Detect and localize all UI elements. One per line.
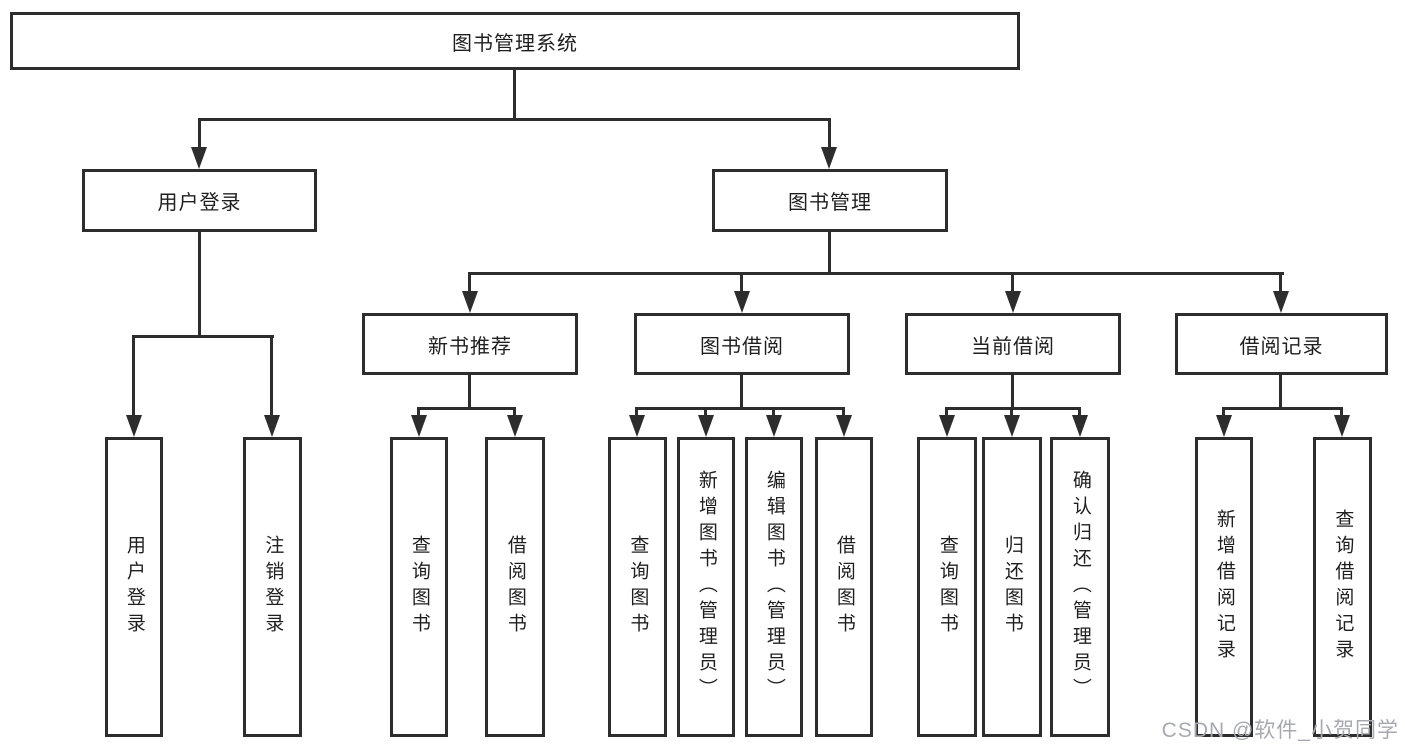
arrowhead-down-icon (1072, 415, 1088, 437)
node-label: 新书推荐 (428, 335, 512, 358)
arrowhead-down-icon (734, 291, 750, 313)
connector-drop (1011, 272, 1014, 293)
connector-drop (772, 407, 775, 419)
connector-drop (1078, 407, 1081, 419)
arrowhead-down-icon (126, 415, 142, 437)
arrowhead-down-icon (411, 415, 427, 437)
connector-level3-rail (469, 272, 1284, 275)
connector-stub (740, 375, 743, 409)
node-query-books-borrowing: 查询图书 (608, 437, 667, 737)
node-label: 注销登录 (262, 535, 284, 639)
node-label: 用户登录 (157, 192, 242, 214)
connector-drop (1222, 407, 1225, 419)
node-label: 当前借阅 (971, 335, 1055, 358)
node-label: 图书管理系统 (452, 32, 578, 55)
arrowhead-down-icon (1216, 415, 1232, 437)
connector-drop (828, 118, 831, 150)
node-new-book-recommendation: 新书推荐 (362, 313, 578, 375)
connector-root-stub (513, 70, 516, 120)
connector-drop (1279, 272, 1282, 293)
connector-stub (1011, 375, 1014, 409)
node-label: 归还图书 (1001, 535, 1023, 639)
node-add-book-admin: 新增图书（管理员） (677, 437, 735, 737)
connector-rail (133, 335, 274, 338)
arrowhead-down-icon (264, 415, 280, 437)
connector-drop (132, 335, 135, 417)
arrowhead-down-icon (698, 415, 714, 437)
connector-drop (945, 407, 948, 419)
node-book-management: 图书管理 (712, 169, 948, 232)
arrowhead-down-icon (1273, 291, 1289, 313)
arrowhead-down-icon (821, 147, 837, 169)
node-label: 确认归还（管理员） (1069, 470, 1091, 704)
connector-drop (1010, 407, 1013, 419)
node-query-books-recommend: 查询图书 (390, 437, 448, 737)
arrowhead-down-icon (507, 415, 523, 437)
connector-stub (468, 375, 471, 409)
node-label: 编辑图书（管理员） (763, 470, 785, 704)
node-confirm-return-admin: 确认归还（管理员） (1050, 437, 1110, 737)
node-return-book: 归还图书 (982, 437, 1042, 737)
connector-rail (1223, 407, 1343, 410)
node-library-management-system: 图书管理系统 (10, 12, 1020, 70)
connector-stub (198, 232, 201, 337)
node-label: 新增图书（管理员） (695, 470, 717, 704)
arrowhead-down-icon (1004, 415, 1020, 437)
node-add-borrow-record: 新增借阅记录 (1195, 437, 1253, 737)
arrowhead-down-icon (1005, 291, 1021, 313)
connector-drop (740, 272, 743, 293)
connector-drop (468, 272, 471, 293)
connector-drop (842, 407, 845, 419)
node-label: 查询图书 (627, 535, 649, 639)
node-borrowing-records: 借阅记录 (1175, 313, 1388, 375)
node-label: 查询借阅记录 (1332, 509, 1354, 665)
connector-rail (637, 407, 845, 410)
connector-level2-rail (198, 118, 831, 121)
arrowhead-down-icon (939, 415, 955, 437)
csdn-watermark: CSDN @软件_小贺同学 (1161, 719, 1399, 742)
node-label: 用户登录 (123, 535, 145, 639)
node-label: 新增借阅记录 (1213, 509, 1235, 665)
node-logout: 注销登录 (243, 437, 302, 737)
connector-rail (419, 407, 516, 410)
connector-stub (1279, 375, 1282, 409)
node-query-books-current: 查询图书 (917, 437, 977, 737)
node-user-login-leaf: 用户登录 (105, 437, 163, 737)
connector-drop (704, 407, 707, 419)
node-current-borrowing: 当前借阅 (905, 313, 1121, 375)
connector-stub (828, 232, 831, 274)
node-label: 查询图书 (936, 535, 958, 639)
arrowhead-down-icon (462, 291, 478, 313)
node-label: 借阅记录 (1239, 335, 1324, 358)
node-label: 借阅图书 (504, 535, 526, 639)
arrowhead-down-icon (766, 415, 782, 437)
node-book-borrowing: 图书借阅 (634, 313, 850, 375)
connector-rail (946, 407, 1081, 410)
node-edit-book-admin: 编辑图书（管理员） (745, 437, 803, 737)
node-label: 借阅图书 (833, 535, 855, 639)
node-label: 图书借阅 (700, 335, 784, 358)
node-query-borrow-record: 查询借阅记录 (1313, 437, 1372, 737)
arrowhead-down-icon (629, 415, 645, 437)
connector-drop (513, 407, 516, 419)
connector-drop (417, 407, 420, 419)
arrowhead-down-icon (191, 147, 207, 169)
connector-drop (635, 407, 638, 419)
arrowhead-down-icon (1334, 415, 1350, 437)
node-label: 图书管理 (788, 192, 872, 214)
connector-drop (270, 335, 273, 417)
arrowhead-down-icon (836, 415, 852, 437)
node-label: 查询图书 (408, 535, 430, 639)
connector-drop (1340, 407, 1343, 419)
node-borrow-books-borrowing: 借阅图书 (815, 437, 873, 737)
node-borrow-books-recommend: 借阅图书 (485, 437, 545, 737)
connector-drop (198, 118, 201, 150)
node-user-login: 用户登录 (82, 169, 317, 232)
